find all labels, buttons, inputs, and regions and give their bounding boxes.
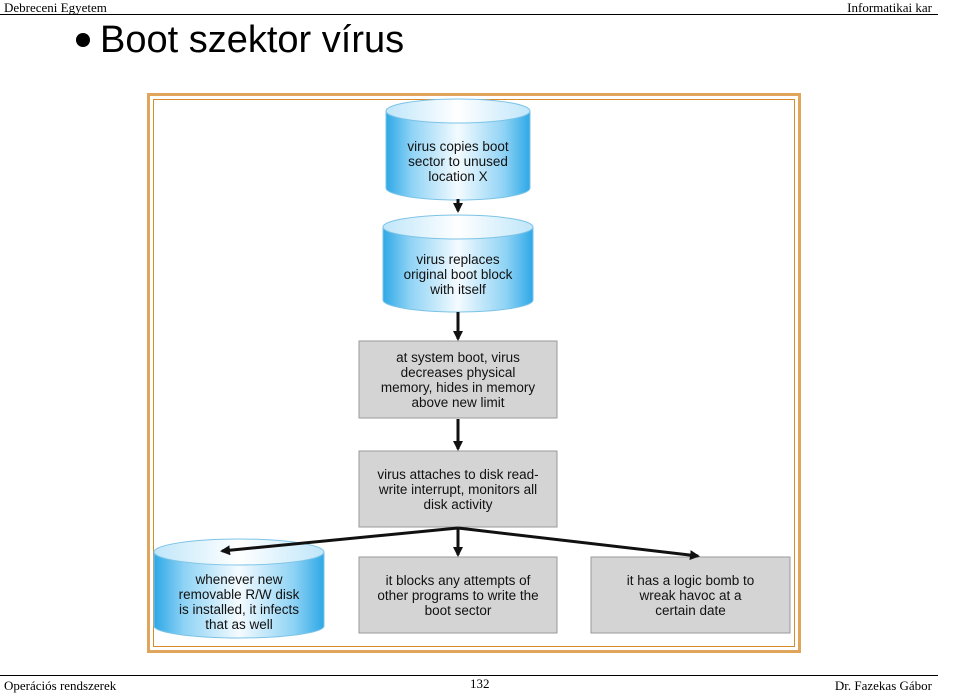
node-text-5: whenever new removable R/W disk is insta… [178,572,300,632]
slide-title-text: Boot szektor vírus [100,19,405,61]
node-box-3 [358,340,558,419]
node-box-7 [590,556,791,634]
slide-title: Boot szektor vírus [76,18,404,62]
node-text-7: it has a logic bomb to wreak havoc at a … [626,572,755,618]
node-box-4 [358,450,558,528]
node-text-6: it blocks any attempts of other programs… [377,572,539,618]
footer-course: Operációs rendszerek [4,678,117,693]
node-box-6 [358,556,558,634]
footer-page-number: 132 [470,676,490,691]
node-text-2: virus replaces original boot block with … [403,251,513,297]
node-text-1: virus copies boot sector to unused locat… [407,138,509,184]
node-text-4: virus attaches to disk read- write inter… [377,466,539,512]
bullet-icon [76,33,90,47]
header-institution: Debreceni Egyetem [4,0,107,15]
arrow-4-to-7 [457,526,700,561]
node-text-3: at system boot, virus decreases physical… [380,349,536,410]
header-divider [0,14,938,15]
node-cylinder-1 [385,98,531,201]
header-faculty: Informatikai kar [847,0,932,15]
node-cylinder-2 [382,214,534,313]
arrow-4-to-5 [220,526,459,556]
footer-author: Dr. Fazekas Gábor [834,678,932,693]
footer-divider [0,675,938,676]
